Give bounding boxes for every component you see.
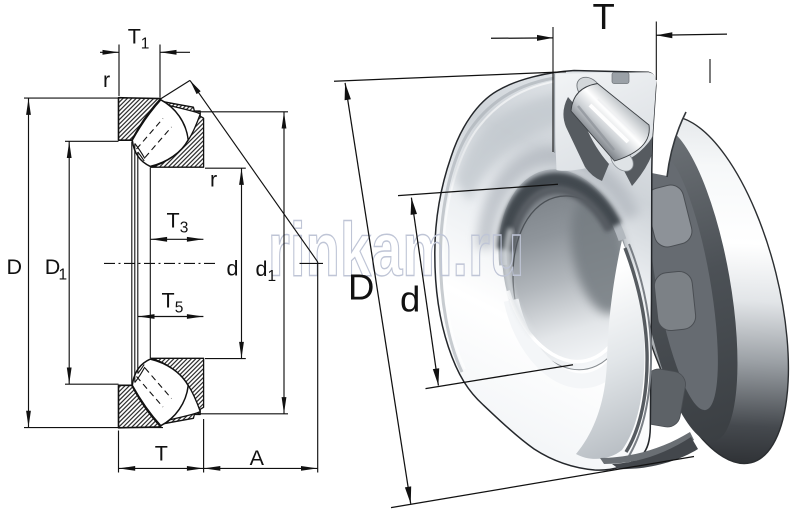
svg-text:T: T xyxy=(128,24,141,48)
svg-text:d: d xyxy=(227,257,239,281)
svg-text:A: A xyxy=(250,446,265,470)
svg-text:T: T xyxy=(593,0,615,37)
svg-text:1: 1 xyxy=(59,267,68,284)
svg-text:1: 1 xyxy=(141,36,150,53)
svg-text:r: r xyxy=(103,68,110,92)
svg-text:r: r xyxy=(210,168,217,192)
svg-text:T: T xyxy=(167,209,180,233)
svg-text:3: 3 xyxy=(180,220,189,237)
svg-text:D: D xyxy=(348,266,374,307)
svg-text:T: T xyxy=(162,289,175,313)
svg-text:D: D xyxy=(7,255,23,279)
svg-text:d: d xyxy=(400,279,420,320)
svg-text:rinkam.ru: rinkam.ru xyxy=(268,207,524,292)
svg-text:T: T xyxy=(155,442,168,466)
svg-text:5: 5 xyxy=(175,300,184,317)
svg-text:1: 1 xyxy=(268,268,277,285)
svg-text:D: D xyxy=(45,255,61,279)
svg-text:d: d xyxy=(256,257,268,281)
